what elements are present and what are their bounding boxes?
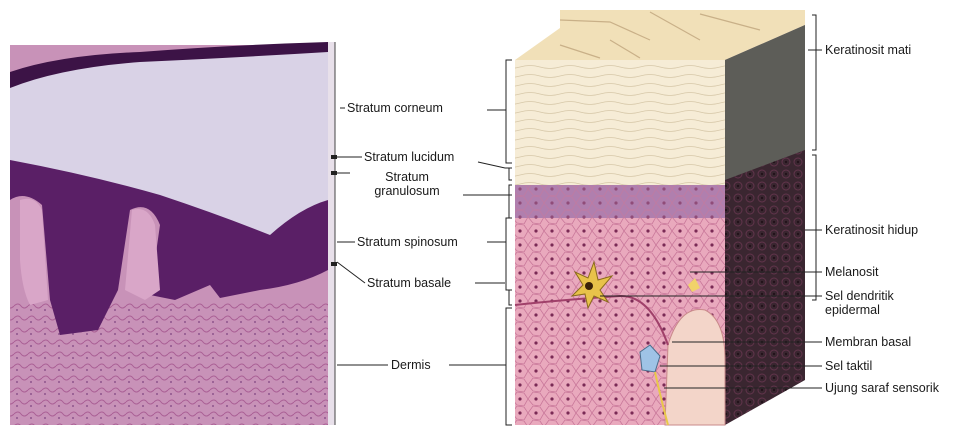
label-stratum-spinosum: Stratum spinosum	[357, 235, 458, 249]
label-keratinosit-mati: Keratinosit mati	[825, 43, 911, 57]
label-melanosit: Melanosit	[825, 265, 879, 279]
label-keratinosit-hidup: Keratinosit hidup	[825, 223, 918, 237]
label-dermis: Dermis	[391, 358, 431, 372]
label-granulosum-line1: Stratum	[352, 170, 462, 184]
label-sel-dendritik-line2: epidermal	[825, 303, 965, 317]
label-sel-taktil: Sel taktil	[825, 359, 872, 373]
skin-block-illustration	[515, 10, 805, 425]
histology-micrograph	[10, 42, 337, 425]
label-stratum-granulosum: Stratum granulosum	[352, 170, 462, 198]
label-granulosum-line2: granulosum	[352, 184, 462, 198]
label-sel-dendritik: Sel dendritik epidermal	[825, 289, 965, 317]
label-stratum-basale: Stratum basale	[367, 276, 451, 290]
label-stratum-corneum: Stratum corneum	[347, 101, 443, 115]
label-sel-dendritik-line1: Sel dendritik	[825, 289, 965, 303]
label-membran-basal: Membran basal	[825, 335, 911, 349]
label-ujung-saraf-sensorik: Ujung saraf sensorik	[825, 381, 939, 395]
label-stratum-lucidum: Stratum lucidum	[364, 150, 454, 164]
